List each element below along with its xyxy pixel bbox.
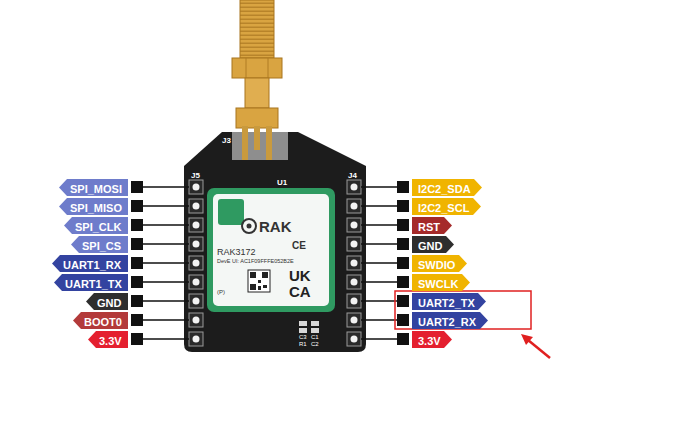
pin-tag: SPI_CLK (64, 217, 128, 234)
pin-name: SPI_CLK (64, 219, 127, 236)
connector-ref: J4 (348, 172, 357, 180)
device-eui: DevE UI: AC1F09FFFE052B2E (217, 259, 294, 265)
pin-name: UART2_TX (412, 295, 486, 312)
cert-mark: CA (289, 284, 311, 299)
component-ref: C2 (311, 341, 319, 347)
mark: (P) (217, 289, 225, 295)
pin-tag: SWDIO (412, 255, 467, 272)
pin-name: UART2_RX (412, 314, 487, 331)
pin-tag: SPI_CS (71, 236, 128, 253)
pin-name: GND (86, 295, 127, 312)
cert-mark: UK (289, 268, 311, 283)
pin-name: SPI_CS (71, 238, 127, 255)
pin-tag: SPI_MOSI (59, 179, 128, 196)
brand-mark: RAK (259, 219, 292, 234)
rak-logo (242, 219, 256, 233)
connector-ref: J5 (191, 172, 200, 180)
component-ref: U1 (277, 179, 287, 187)
pin-name: RST (412, 219, 451, 236)
pin-tag: RST (412, 217, 452, 234)
component-ref: C3 (299, 334, 307, 340)
pin-name: SWDIO (412, 257, 466, 274)
pin-name: BOOT0 (73, 314, 128, 331)
pin-name: I2C2_SCL (412, 200, 480, 217)
pin-tag: UART1_TX (54, 274, 128, 291)
pcb-board (184, 132, 366, 352)
component-ref: R1 (299, 341, 307, 347)
component-ref: C1 (311, 334, 319, 340)
pin-tag: 3.3V (412, 331, 452, 348)
pin-tag: SWCLK (412, 274, 470, 291)
pin-name: UART1_TX (54, 276, 128, 293)
pin-tag: I2C2_SCL (412, 198, 481, 215)
pin-headers (131, 180, 409, 346)
pin-tag: GND (86, 293, 128, 310)
pin-name: 3.3V (88, 333, 128, 350)
pin-tag: SPI_MISO (59, 198, 128, 215)
pin-tag: BOOT0 (73, 312, 128, 329)
smd-components (299, 321, 319, 333)
pin-tag: I2C2_SDA (412, 179, 482, 196)
pin-tag: UART2_RX (412, 312, 488, 329)
pin-name: GND (412, 238, 453, 255)
pin-name: I2C2_SDA (412, 181, 482, 198)
pointer-arrow (521, 334, 550, 358)
pin-name: UART1_RX (52, 257, 127, 274)
pin-tag: UART2_TX (412, 293, 486, 310)
connector-ref: J3 (222, 137, 231, 145)
qr-code (248, 270, 270, 292)
pin-tag: GND (412, 236, 454, 253)
pin-name: SPI_MOSI (59, 181, 128, 198)
pin-tag: 3.3V (88, 331, 128, 348)
model-number: RAK3172 (217, 248, 256, 257)
pin-tag: UART1_RX (52, 255, 128, 272)
pin-name: 3.3V (412, 333, 452, 350)
sma-connector (232, 0, 282, 128)
cert-mark: CE (292, 241, 306, 251)
pin-name: SWCLK (412, 276, 469, 293)
pin-name: SPI_MISO (59, 200, 128, 217)
rf-module (207, 188, 335, 312)
